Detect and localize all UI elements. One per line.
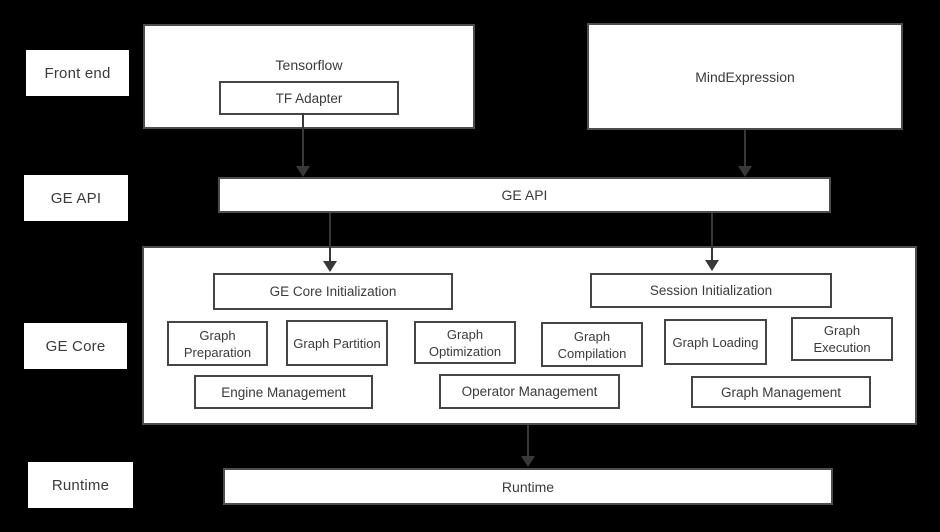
graph-optimization-box: Graph Optimization xyxy=(414,321,516,364)
arrow-ge-api-to-ge-core-initialization xyxy=(323,213,337,272)
session-initialization-box: Session Initialization xyxy=(590,273,832,308)
tensorflow-box: Tensorflow TF Adapter xyxy=(143,24,475,129)
graph-partition-box: Graph Partition xyxy=(286,320,388,366)
arrow-down-icon xyxy=(705,260,719,271)
arrow-down-icon xyxy=(521,456,535,467)
arrow-down-icon xyxy=(738,166,752,177)
row-label-ge-api: GE API xyxy=(24,175,128,221)
graph-preparation-box: Graph Preparation xyxy=(167,321,268,366)
row-label-runtime: Runtime xyxy=(28,462,133,508)
arrow-tf-adapter-to-ge-api xyxy=(296,113,310,177)
runtime-bar: Runtime xyxy=(223,468,833,505)
row-label-front-end: Front end xyxy=(26,50,129,96)
operator-management-box: Operator Management xyxy=(439,374,620,409)
graph-compilation-box: Graph Compilation xyxy=(541,322,643,367)
graph-loading-box: Graph Loading xyxy=(664,319,767,365)
engine-management-box: Engine Management xyxy=(194,375,373,409)
arrow-ge-core-to-runtime xyxy=(521,425,535,467)
mindexpression-box: MindExpression xyxy=(587,23,903,130)
tensorflow-label: Tensorflow xyxy=(275,57,343,73)
arrow-mindexpression-to-ge-api xyxy=(738,130,752,177)
arrow-ge-api-to-session-initialization xyxy=(705,213,719,271)
graph-execution-box: Graph Execution xyxy=(791,317,893,361)
arrow-down-icon xyxy=(323,261,337,272)
row-label-ge-core: GE Core xyxy=(24,323,127,369)
tf-adapter-box: TF Adapter xyxy=(219,81,399,115)
graph-management-box: Graph Management xyxy=(691,376,871,408)
arrow-down-icon xyxy=(296,166,310,177)
ge-api-bar: GE API xyxy=(218,177,831,213)
ge-core-initialization-box: GE Core Initialization xyxy=(213,273,453,310)
